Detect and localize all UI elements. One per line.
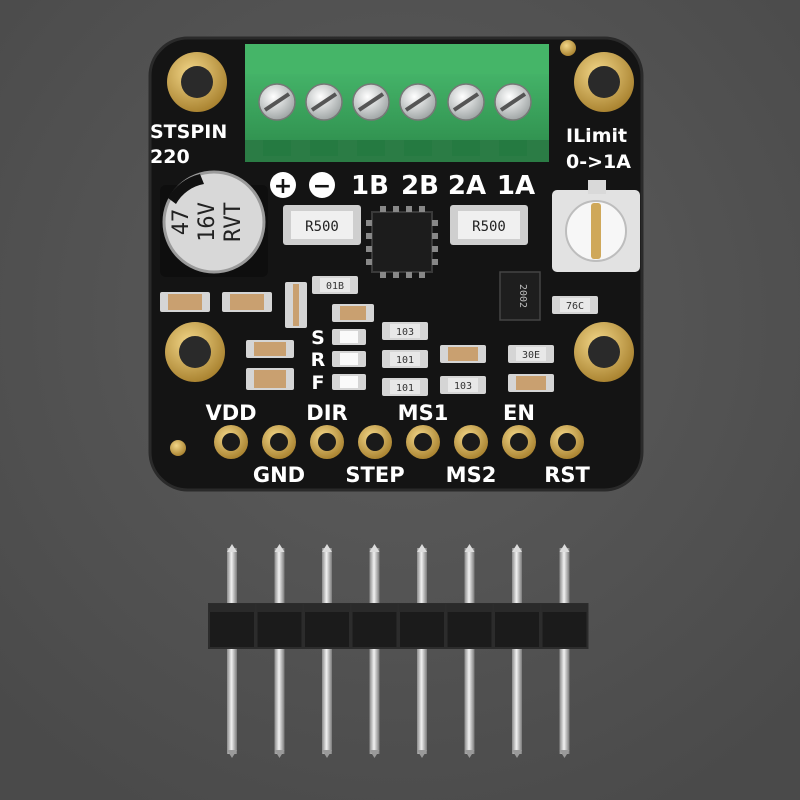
pin-label-top: MS1 — [398, 401, 449, 425]
component-marking: 103 — [396, 327, 414, 338]
pin-pad — [214, 425, 248, 459]
pin-label-bottom: GND — [253, 463, 305, 487]
component-marking: 01B — [326, 281, 344, 292]
led-label: F — [312, 372, 325, 394]
header-pin — [417, 544, 427, 758]
pin-label-bottom: MS2 — [446, 463, 497, 487]
pin-pad — [550, 425, 584, 459]
smd-component: 30E — [508, 345, 554, 363]
capacitor-value: 47 — [169, 209, 194, 236]
mounting-hole-bottom-left — [165, 322, 225, 382]
terminal-screw — [399, 83, 437, 156]
mounting-hole-top-left — [167, 52, 227, 112]
sense-resistor-right: R500 — [450, 205, 528, 245]
smd-component — [222, 292, 272, 312]
component-marking: 101 — [396, 383, 414, 394]
smd-component — [508, 374, 554, 392]
ilimit-range: 0->1A — [566, 151, 631, 173]
pin-pad — [454, 425, 488, 459]
smd-component — [332, 304, 374, 322]
header-pin — [369, 544, 380, 758]
header-pin — [464, 544, 475, 758]
smd-component: 101 — [382, 350, 428, 368]
terminal-screw — [258, 83, 296, 156]
header-pin — [322, 544, 332, 758]
terminal-polarity-mark: + — [270, 172, 296, 199]
terminal-label: 2B — [401, 171, 439, 201]
pin-pad — [406, 425, 440, 459]
fiducial-bottom — [170, 440, 186, 456]
pin-label-top: EN — [503, 401, 535, 425]
pin-header-strip — [208, 544, 589, 758]
pin-pad — [358, 425, 392, 459]
component-marking: 30E — [522, 350, 540, 361]
terminal-label: + — [274, 174, 292, 199]
breakout-board: +−1B 2B 2A 1A STSPIN 220 ILimit 0->1A 47 16… — [148, 36, 644, 492]
smd-component — [285, 282, 307, 328]
terminal-label: 1A — [497, 171, 535, 201]
screw-terminal-block — [245, 44, 549, 162]
capacitor-series: RVT — [221, 202, 246, 242]
current-limit-potentiometer — [552, 180, 640, 272]
sense-resistor-left: R500 — [283, 205, 361, 245]
terminal-screw — [305, 83, 343, 156]
driver-ic — [366, 206, 438, 278]
mounting-hole-top-right — [574, 52, 634, 112]
terminal-label: − — [313, 174, 331, 199]
capacitor-voltage: 16V — [195, 202, 220, 242]
pin-pad — [310, 425, 344, 459]
terminal-polarity-mark: − — [309, 172, 335, 199]
sense-resistor-right-label: R500 — [472, 219, 506, 235]
pin-label-top: DIR — [306, 401, 347, 425]
terminal-label: 1B — [351, 171, 389, 201]
smd-component — [246, 340, 294, 358]
smd-component — [160, 292, 210, 312]
component-marking: 76C — [566, 301, 584, 312]
led-label: R — [311, 349, 326, 371]
component-marking: 103 — [454, 381, 472, 392]
led-label: S — [311, 327, 325, 349]
pin-label-bottom: RST — [544, 463, 590, 487]
header-pin — [227, 544, 237, 758]
component-marking: 101 — [396, 355, 414, 366]
mounting-hole-bottom-right — [574, 322, 634, 382]
small-ic-marking: 2002 — [517, 284, 528, 308]
pin-pad — [262, 425, 296, 459]
header-plastic-body — [208, 603, 589, 649]
smd-component — [246, 368, 294, 390]
header-pin — [512, 544, 522, 758]
smd-component: 103 — [440, 376, 486, 394]
chip-name-line2: 220 — [150, 146, 190, 168]
smd-component: 76C — [552, 296, 598, 314]
status-led — [332, 351, 366, 367]
status-led — [332, 329, 366, 345]
terminal-label: 2A — [448, 171, 486, 201]
header-pin — [274, 544, 285, 758]
pin-label-top: VDD — [205, 401, 256, 425]
terminal-screw — [447, 83, 485, 156]
small-ic: 2002 — [499, 271, 541, 321]
pin-pad — [502, 425, 536, 459]
header-pin — [559, 544, 570, 758]
smd-component — [440, 345, 486, 363]
fiducial-top — [560, 40, 576, 56]
electrolytic-capacitor: 47 16V RVT — [160, 170, 268, 277]
chip-name-line1: STSPIN — [150, 121, 227, 143]
smd-component: 101 — [382, 378, 428, 396]
sense-resistor-left-label: R500 — [305, 219, 339, 235]
smd-component: 103 — [382, 322, 428, 340]
status-led — [332, 374, 366, 390]
terminal-screw — [494, 83, 532, 156]
ilimit-label: ILimit — [566, 125, 627, 147]
smd-component: 01B — [312, 276, 358, 294]
pin-label-bottom: STEP — [345, 463, 404, 487]
terminal-screw — [352, 83, 390, 156]
